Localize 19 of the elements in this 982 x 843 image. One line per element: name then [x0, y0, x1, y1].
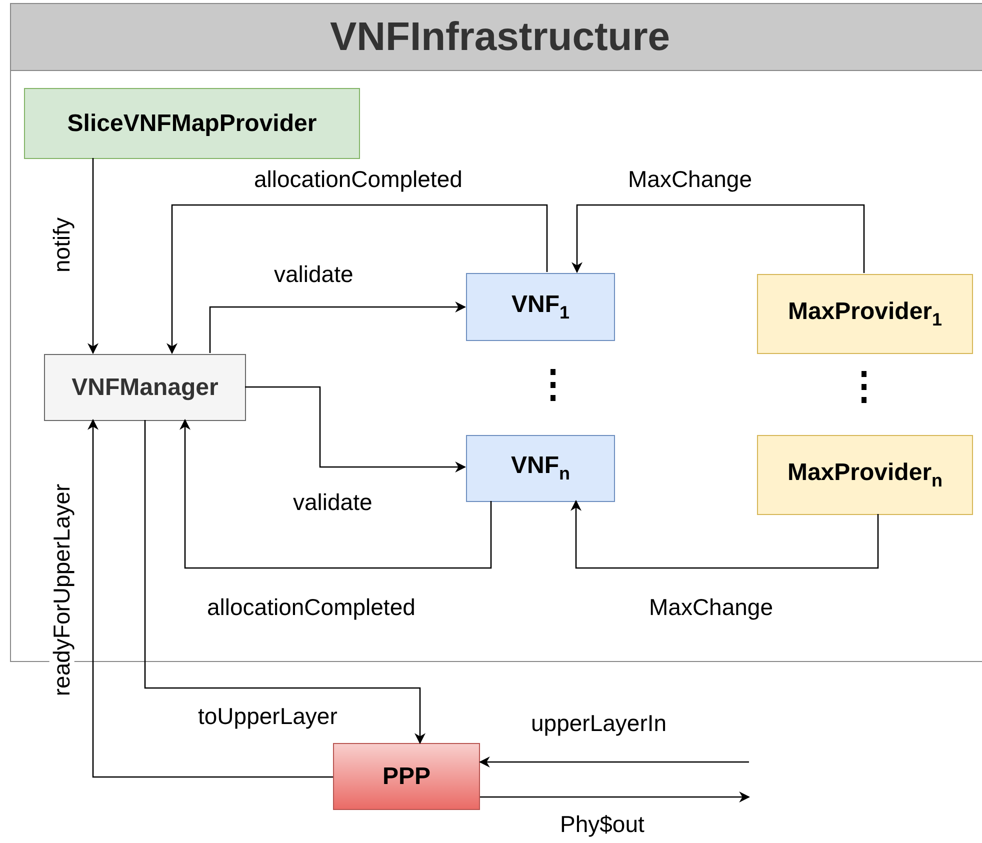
- arrow: [144, 420, 426, 744]
- process-box: MaxProvider$_{n}$: [757, 435, 973, 515]
- arrow: [570, 500, 879, 569]
- arrow: [478, 756, 749, 768]
- arrow: [572, 204, 865, 274]
- process-box: MaxProvider$_{1}$: [757, 274, 973, 354]
- process-box: SliceVNFMapProvider: [24, 88, 360, 159]
- arrow: [245, 386, 466, 472]
- arrow: [166, 204, 548, 354]
- process-box: PPP: [333, 743, 480, 810]
- arrow: [180, 418, 492, 569]
- arrow: [88, 158, 98, 354]
- process-box: VNFManager: [44, 354, 246, 421]
- title-band: VNFInfrastructure: [11, 4, 982, 71]
- arrow: [480, 792, 750, 802]
- process-box: VNF$_{1}$: [466, 273, 615, 341]
- arrow: [88, 418, 333, 778]
- arrow: [209, 302, 466, 353]
- process-box: VNF$_{n}$: [466, 435, 615, 502]
